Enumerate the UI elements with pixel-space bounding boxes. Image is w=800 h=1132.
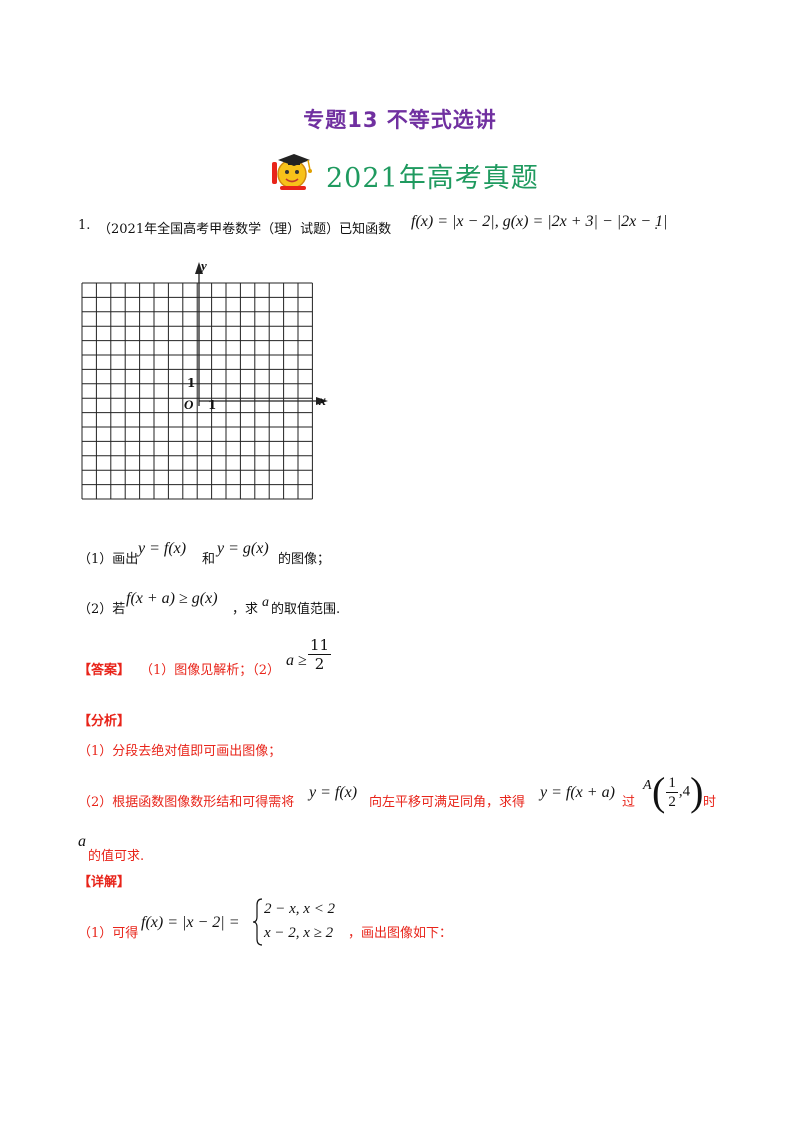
part1-prefix: （1）画出 <box>78 552 139 567</box>
x-tick-label: 1 <box>208 398 217 412</box>
analysis-line2-prefix: （2）根据函数图像数形结和可得需将 <box>78 795 295 810</box>
analysis-label: 【分析】 <box>78 714 131 729</box>
part1-f: y = f(x) <box>138 540 187 557</box>
question-number: 1. <box>78 218 91 233</box>
question-formula: f(x) = |x − 2|, g(x) = |2x + 3| − |2x − … <box>411 213 668 230</box>
answer-fraction: 11 2 <box>308 636 332 673</box>
part2-var: a <box>262 595 269 610</box>
analysis-line1: （1）分段去绝对值即可画出图像； <box>78 744 282 759</box>
detail-suffix: ，画出图像如下： <box>348 926 453 941</box>
answer-text: （1）图像见解析；（2） <box>140 663 281 678</box>
part1-g: y = g(x) <box>217 540 269 557</box>
detail-piecewise: 2 − x, x < 2 x − 2, x ≥ 2 <box>252 897 336 946</box>
analysis-when: 时 <box>703 795 717 810</box>
origin-label: O <box>184 397 194 412</box>
detail-label: 【详解】 <box>78 875 131 890</box>
question-end: . <box>654 218 659 233</box>
analysis-line3-text: 的值可求. <box>88 849 145 864</box>
detail-prefix: （1）可得 <box>78 926 139 941</box>
left-brace-icon <box>252 898 263 946</box>
analysis-f: y = f(x) <box>309 784 358 801</box>
mascot-logo-icon <box>270 150 318 192</box>
part2-prefix: （2）若 <box>78 602 126 617</box>
analysis-pass: 过 <box>622 795 636 810</box>
question-source: （2021年全国高考甲卷数学（理）试题）已知函数 <box>98 222 392 237</box>
coordinate-grid <box>70 256 340 518</box>
y-tick-label: 1 <box>187 376 196 390</box>
analysis-line3-var: a <box>78 833 86 850</box>
y-axis-label: y <box>201 258 207 273</box>
part2-end: 的取值范围. <box>271 602 341 617</box>
piecewise-case1: 2 − x, x < 2 <box>264 901 336 917</box>
section-subtitle: 2021年高考真题 <box>326 163 539 194</box>
point-num: 1 <box>666 774 678 793</box>
point-y: 4 <box>682 783 691 800</box>
piecewise-case2: x − 2, x ≥ 2 <box>264 925 334 941</box>
part1-suffix: 的图像； <box>278 552 331 567</box>
answer-denominator: 2 <box>314 655 325 673</box>
part2-suffix: ，求 <box>232 602 259 617</box>
analysis-line2-mid: 向左平移可满足同角，求得 <box>369 795 526 810</box>
detail-lhs: f(x) = |x − 2| = <box>141 914 240 931</box>
point-den: 2 <box>668 793 676 810</box>
analysis-f-shift: y = f(x + a) <box>540 784 615 801</box>
answer-label: 【答案】 <box>78 663 131 678</box>
x-axis-label: x <box>319 394 326 409</box>
part1-and: 和 <box>202 552 216 567</box>
answer-lhs: a ≥ <box>286 652 307 669</box>
part2-inequality: f(x + a) ≥ g(x) <box>126 590 218 607</box>
answer-numerator: 11 <box>308 636 332 655</box>
point-label: A <box>643 778 652 793</box>
page-title: 专题13 不等式选讲 <box>303 108 497 132</box>
